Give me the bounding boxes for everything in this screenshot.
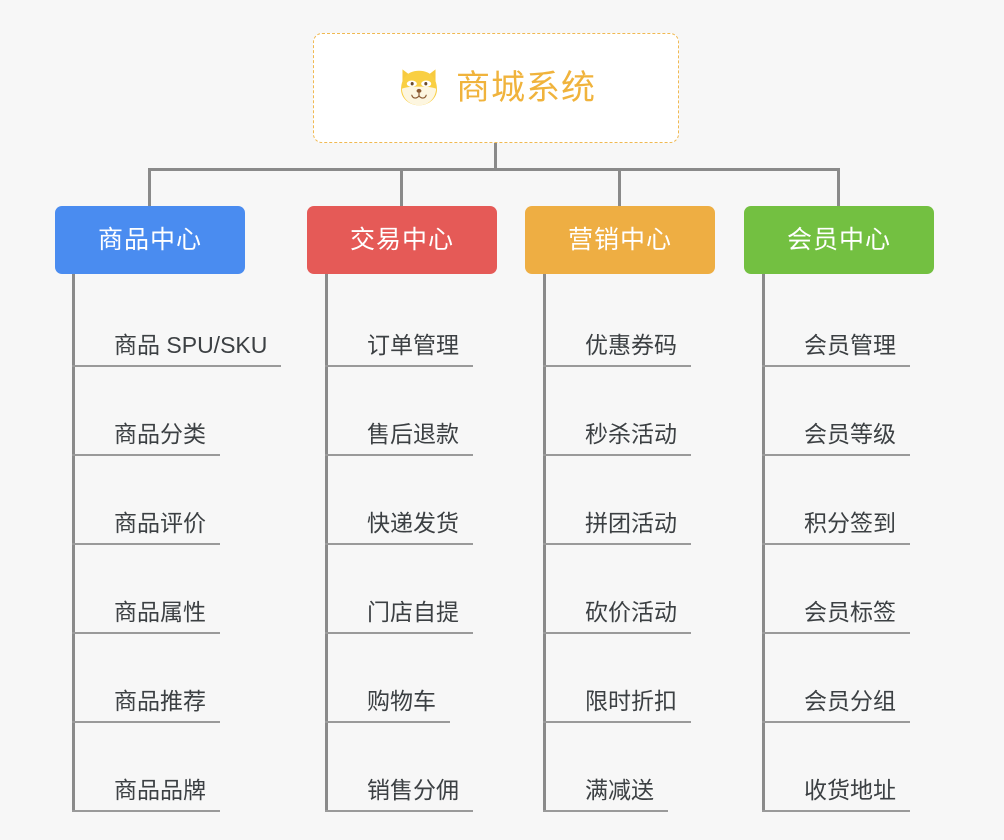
leaf-spine-member bbox=[762, 278, 765, 812]
leaf-column-product: 商品 SPU/SKU 商品分类 商品评价 商品属性 商品推荐 商品品牌 bbox=[72, 278, 302, 812]
category-label-trade: 交易中心 bbox=[349, 225, 454, 254]
leaf-item[interactable]: 拼团活动 bbox=[543, 456, 773, 545]
leaf-label: 商品 SPU/SKU bbox=[72, 334, 282, 367]
leaf-item[interactable]: 会员等级 bbox=[762, 367, 992, 456]
leaf-item[interactable]: 商品属性 bbox=[72, 545, 302, 634]
leaf-label: 会员管理 bbox=[762, 334, 910, 367]
leaf-label: 商品分类 bbox=[72, 423, 220, 456]
leaf-label: 购物车 bbox=[325, 690, 450, 723]
leaf-column-marketing: 优惠券码 秒杀活动 拼团活动 砍价活动 限时折扣 满减送 bbox=[543, 278, 773, 812]
leaf-item[interactable]: 购物车 bbox=[325, 634, 555, 723]
leaf-spine-marketing bbox=[543, 278, 546, 812]
leaf-item[interactable]: 满减送 bbox=[543, 723, 773, 812]
leaf-label: 优惠券码 bbox=[543, 334, 691, 367]
leaf-item[interactable]: 销售分佣 bbox=[325, 723, 555, 812]
leaf-label: 满减送 bbox=[543, 779, 668, 812]
category-box-marketing[interactable]: 营销中心 bbox=[525, 206, 715, 274]
leaf-item[interactable]: 商品分类 bbox=[72, 367, 302, 456]
leaf-label: 快递发货 bbox=[325, 512, 473, 545]
leaf-label: 销售分佣 bbox=[325, 779, 473, 812]
leaf-label: 积分签到 bbox=[762, 512, 910, 545]
connector-bus-horizontal bbox=[148, 168, 840, 171]
leaf-label: 售后退款 bbox=[325, 423, 473, 456]
leaf-label: 商品属性 bbox=[72, 601, 220, 634]
leaf-label: 会员等级 bbox=[762, 423, 910, 456]
connector-drop-3 bbox=[618, 168, 621, 206]
leaf-spine-trade bbox=[325, 278, 328, 812]
leaf-label: 会员分组 bbox=[762, 690, 910, 723]
category-box-product[interactable]: 商品中心 bbox=[55, 206, 245, 274]
leaf-label: 商品品牌 bbox=[72, 779, 220, 812]
connector-drop-4 bbox=[837, 168, 840, 206]
leaf-spine-product bbox=[72, 278, 75, 812]
leaf-item[interactable]: 秒杀活动 bbox=[543, 367, 773, 456]
root-title: 商城系统 bbox=[456, 69, 596, 107]
connector-root-stem bbox=[494, 143, 497, 170]
leaf-label: 订单管理 bbox=[325, 334, 473, 367]
connector-drop-1 bbox=[148, 168, 151, 206]
leaf-column-trade: 订单管理 售后退款 快递发货 门店自提 购物车 销售分佣 bbox=[325, 278, 555, 812]
leaf-item[interactable]: 会员标签 bbox=[762, 545, 992, 634]
leaf-item[interactable]: 优惠券码 bbox=[543, 278, 773, 367]
leaf-label: 会员标签 bbox=[762, 601, 910, 634]
leaf-label: 收货地址 bbox=[762, 779, 910, 812]
root-node[interactable]: 商城系统 bbox=[313, 33, 679, 143]
category-box-member[interactable]: 会员中心 bbox=[744, 206, 934, 274]
leaf-label: 门店自提 bbox=[325, 601, 473, 634]
leaf-item[interactable]: 砍价活动 bbox=[543, 545, 773, 634]
leaf-item[interactable]: 订单管理 bbox=[325, 278, 555, 367]
category-label-product: 商品中心 bbox=[97, 225, 202, 254]
leaf-label: 商品推荐 bbox=[72, 690, 220, 723]
category-box-trade[interactable]: 交易中心 bbox=[307, 206, 497, 274]
leaf-item[interactable]: 会员管理 bbox=[762, 278, 992, 367]
leaf-item[interactable]: 商品 SPU/SKU bbox=[72, 278, 302, 367]
leaf-label: 砍价活动 bbox=[543, 601, 691, 634]
leaf-item[interactable]: 快递发货 bbox=[325, 456, 555, 545]
connector-drop-2 bbox=[400, 168, 403, 206]
leaf-label: 拼团活动 bbox=[543, 512, 691, 545]
leaf-item[interactable]: 门店自提 bbox=[325, 545, 555, 634]
leaf-item[interactable]: 积分签到 bbox=[762, 456, 992, 545]
leaf-item[interactable]: 售后退款 bbox=[325, 367, 555, 456]
leaf-item[interactable]: 商品品牌 bbox=[72, 723, 302, 812]
leaf-item[interactable]: 商品评价 bbox=[72, 456, 302, 545]
leaf-item[interactable]: 会员分组 bbox=[762, 634, 992, 723]
leaf-item[interactable]: 商品推荐 bbox=[72, 634, 302, 723]
shiba-dog-icon bbox=[401, 69, 437, 106]
leaf-label: 秒杀活动 bbox=[543, 423, 691, 456]
leaf-column-member: 会员管理 会员等级 积分签到 会员标签 会员分组 收货地址 bbox=[762, 278, 992, 812]
leaf-item[interactable]: 收货地址 bbox=[762, 723, 992, 812]
leaf-label: 商品评价 bbox=[72, 512, 220, 545]
category-label-member: 会员中心 bbox=[786, 225, 891, 254]
leaf-item[interactable]: 限时折扣 bbox=[543, 634, 773, 723]
leaf-label: 限时折扣 bbox=[543, 690, 691, 723]
category-label-marketing: 营销中心 bbox=[567, 225, 672, 254]
